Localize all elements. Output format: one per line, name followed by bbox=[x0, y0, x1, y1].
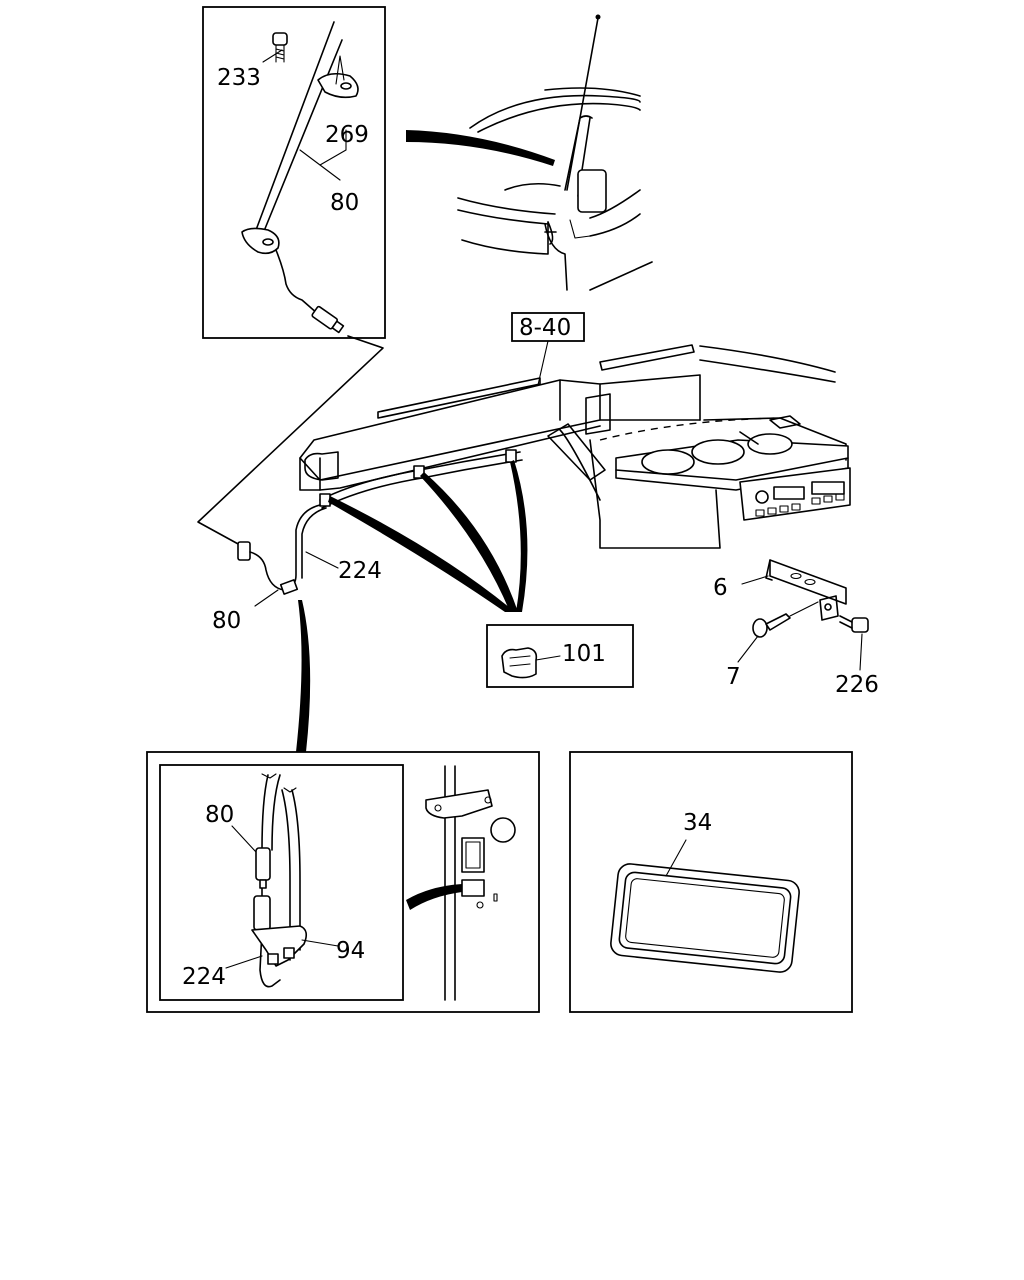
radio-bracket-assembly: 6 7 226 bbox=[713, 559, 879, 698]
callout-34: 34 bbox=[683, 810, 712, 836]
clip-94 bbox=[251, 925, 308, 967]
bezel-panel-frame bbox=[569, 751, 853, 1013]
pointer-arrow-lower bbox=[296, 600, 311, 752]
cable-end-detail: 224 80 bbox=[212, 541, 382, 634]
callout-224-mid: 224 bbox=[338, 558, 382, 584]
callout-80-top: 80 bbox=[330, 190, 359, 216]
callout-226: 226 bbox=[835, 672, 879, 698]
radio-unit bbox=[739, 467, 851, 521]
callout-101: 101 bbox=[562, 641, 606, 667]
clip-101-part bbox=[501, 647, 538, 679]
trim-bezel-34 bbox=[610, 863, 800, 973]
dashboard-assembly bbox=[287, 344, 851, 591]
bolt-233-part bbox=[272, 32, 288, 63]
callout-269: 269 bbox=[325, 122, 369, 148]
antenna-lower-base bbox=[241, 227, 280, 255]
callout-80-mid: 80 bbox=[212, 608, 241, 634]
trim-bezel-panel: 34 bbox=[569, 751, 853, 1013]
connector-224 bbox=[253, 895, 271, 931]
antenna-cable bbox=[275, 249, 319, 315]
cable-connection-panel: 80 94 224 bbox=[146, 751, 540, 1013]
reference-box-8-40: 8-40 bbox=[511, 312, 585, 386]
callout-6: 6 bbox=[713, 575, 728, 601]
antenna-base-269 bbox=[317, 72, 359, 99]
inset-leader-lines bbox=[197, 335, 384, 546]
callout-80-inset: 80 bbox=[205, 802, 234, 828]
antenna-mast-rod bbox=[255, 21, 335, 231]
clip-101-box: 101 bbox=[486, 624, 634, 688]
connector-80 bbox=[255, 847, 271, 881]
antenna-mast-inset: 233 269 80 bbox=[202, 6, 386, 339]
side-mirror bbox=[577, 169, 607, 213]
pointer-arrow-cab bbox=[406, 130, 555, 166]
detail-subpanel-frame bbox=[159, 764, 404, 1001]
bracket-6 bbox=[769, 559, 847, 605]
screw-7 bbox=[752, 613, 791, 638]
callout-94: 94 bbox=[336, 938, 365, 964]
ref-8-40-label: 8-40 bbox=[519, 315, 571, 341]
callout-233: 233 bbox=[217, 65, 261, 91]
callout-224-inset: 224 bbox=[182, 964, 226, 990]
antenna-mast-rod-edge bbox=[261, 39, 343, 237]
antenna-inset-frame bbox=[202, 6, 386, 339]
vehicle-cab-view bbox=[406, 14, 653, 291]
bolt-226 bbox=[839, 615, 869, 633]
antenna-connector bbox=[311, 305, 345, 334]
pointer-arrow-panel bbox=[406, 884, 462, 910]
detail-panel-frame bbox=[146, 751, 540, 1013]
clip-leader-fan bbox=[296, 460, 528, 752]
callout-7: 7 bbox=[726, 664, 741, 690]
